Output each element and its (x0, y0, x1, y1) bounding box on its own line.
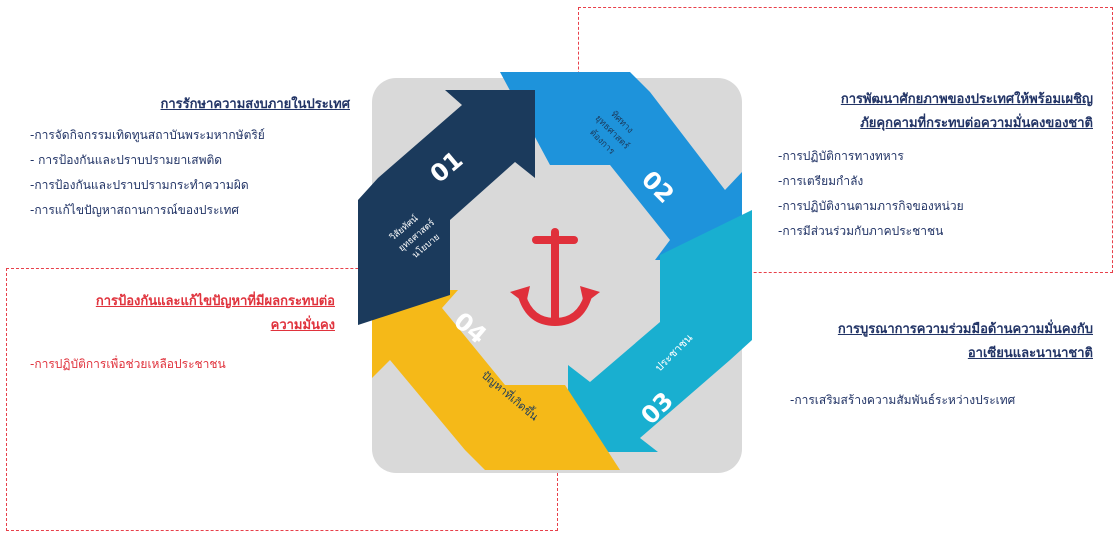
list-item: - การป้องกันและปราบปรามยาเสพติด (30, 153, 223, 167)
list-item: -การเตรียมกำลัง (778, 174, 864, 188)
panel-security-problems-title-2: ความมั่นคง (270, 318, 335, 333)
list-item: -การปฏิบัติการเพื่อช่วยเหลือประชาชน (30, 357, 226, 371)
panel-internal-security-title: การรักษาความสงบภายในประเทศ (160, 97, 350, 112)
panel-national-readiness: การพัฒนาศักยภาพของประเทศให้พร้อมเผชิญ ภั… (778, 88, 1093, 244)
panel-security-problems-list: -การปฏิบัติการเพื่อช่วยเหลือประชาชน (30, 352, 335, 377)
panel-national-readiness-list: -การปฏิบัติการทางทหาร -การเตรียมกำลัง -ก… (778, 144, 1093, 244)
arrow-04 (372, 290, 620, 470)
panel-security-problems-title-1: การป้องกันและแก้ไขปัญหาที่มีผลกระทบต่อ (95, 294, 335, 309)
list-item: -การปฏิบัติการทางทหาร (778, 149, 904, 163)
list-item: -การแก้ไขปัญหาสถานการณ์ของประเทศ (30, 203, 240, 217)
arrow-01 (358, 90, 535, 325)
anchor-fluke-right (580, 286, 600, 304)
anchor-icon (518, 228, 592, 327)
arrow-03 (568, 210, 752, 452)
panel-asean-cooperation: การบูรณาการความร่วมมือด้านความมั่นคงกับ … (780, 318, 1093, 413)
panel-asean-cooperation-title-2: อาเซียนและนานาชาติ (967, 346, 1093, 361)
panel-internal-security-list: -การจัดกิจกรรมเทิดทูนสถาบันพระมหากษัตริย… (30, 123, 350, 223)
list-item: -การจัดกิจกรรมเทิดทูนสถาบันพระมหากษัตริย… (30, 128, 265, 142)
anchor-fluke-left (510, 286, 530, 304)
list-item: -การปฏิบัติงานตามภารกิจของหน่วย (778, 199, 964, 213)
list-item: -การเสริมสร้างความสัมพันธ์ระหว่างประเทศ (790, 393, 1016, 407)
panel-national-readiness-title-2: ภัยคุกคามที่กระทบต่อความมั่นคงของชาติ (860, 116, 1093, 131)
panel-internal-security: การรักษาความสงบภายในประเทศ -การจัดกิจกรร… (30, 93, 350, 223)
list-item: -การป้องกันและปราบปรามกระทำความผิด (30, 178, 249, 192)
panel-national-readiness-title-1: การพัฒนาศักยภาพของประเทศให้พร้อมเผชิญ (840, 92, 1093, 107)
list-item: -การมีส่วนร่วมกับภาคประชาชน (778, 224, 944, 238)
cycle-diagram: 01 วิสัยทัศน์ ยุทธศาสตร์ นโยบาย ทิศทาง ย… (358, 72, 752, 473)
panel-security-problems: การป้องกันและแก้ไขปัญหาที่มีผลกระทบต่อ ค… (30, 290, 335, 377)
panel-asean-cooperation-list: -การเสริมสร้างความสัมพันธ์ระหว่างประเทศ (790, 388, 1093, 413)
arrow-02 (500, 72, 742, 260)
panel-asean-cooperation-title-1: การบูรณาการความร่วมมือด้านความมั่นคงกับ (837, 322, 1093, 337)
